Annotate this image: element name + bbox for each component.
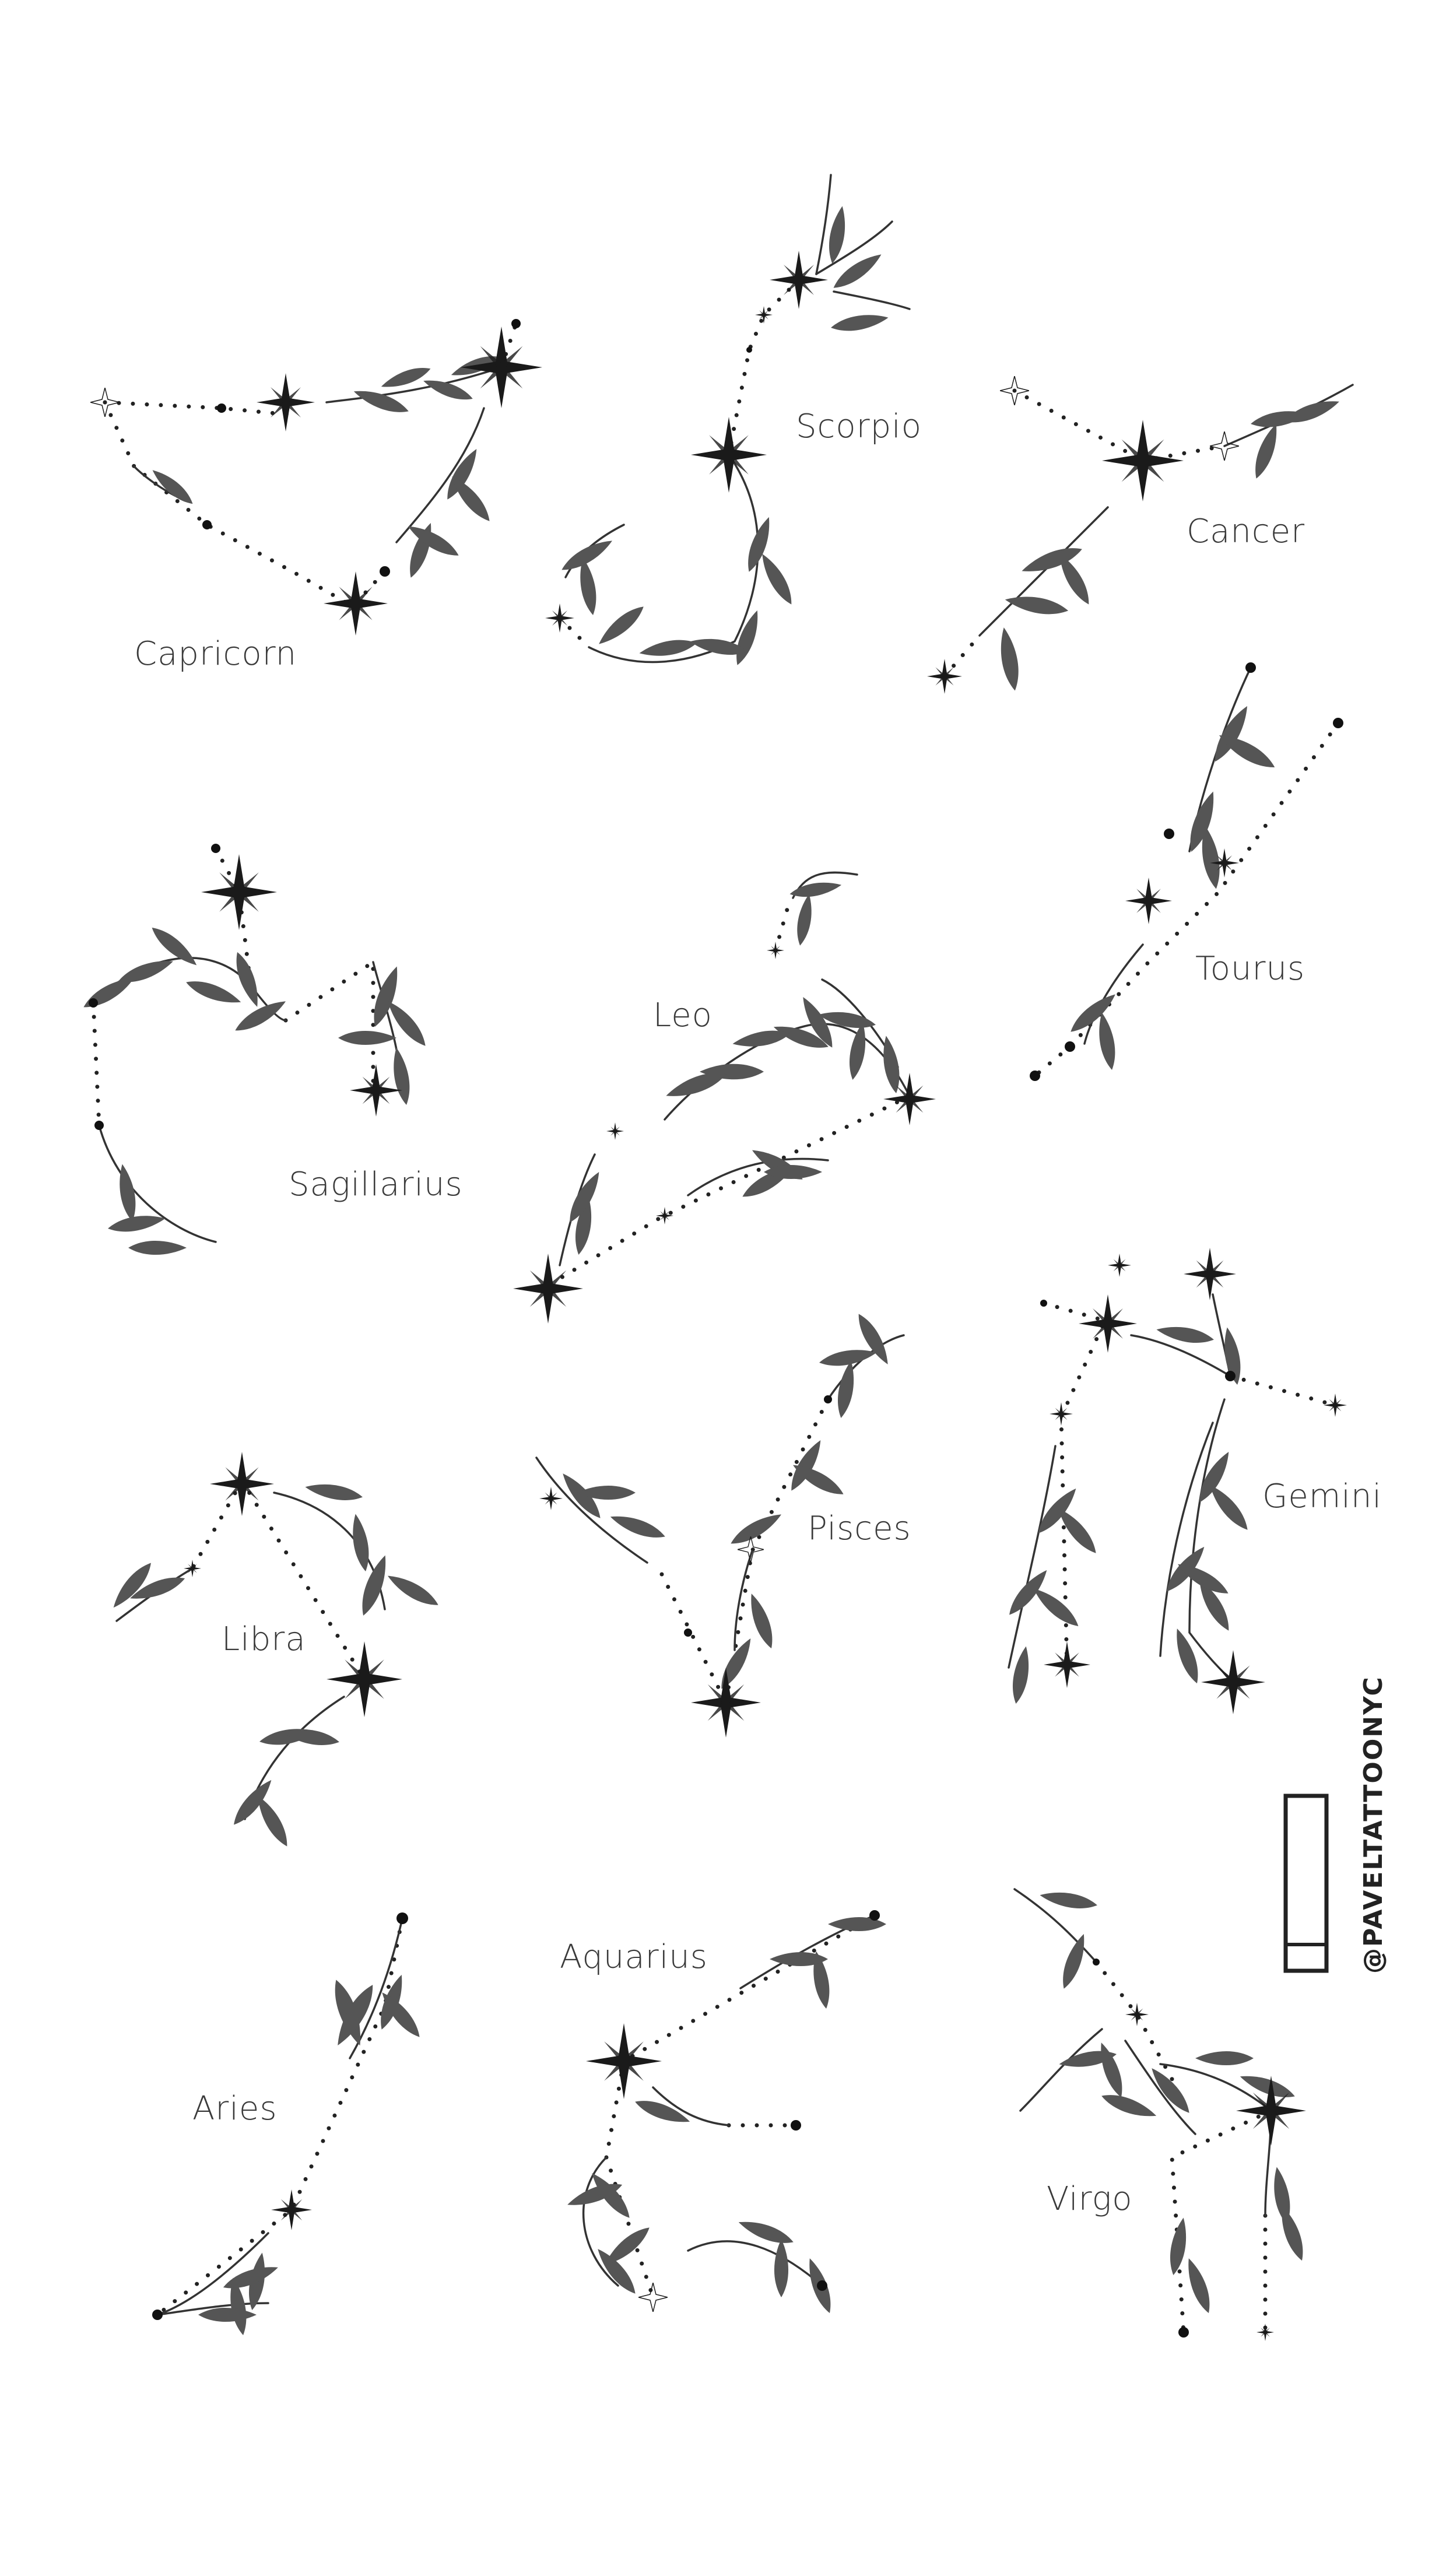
constellation-gemini: Gemini — [1003, 1248, 1382, 1714]
label-capricorn: Capricorn — [134, 635, 297, 673]
constellation-aquarius: Aquarius — [560, 1910, 886, 2316]
label-taurus: Tourus — [1195, 950, 1305, 988]
watermark: @PAVELTATTOONYC — [1283, 1676, 1388, 1974]
constellation-aries: Aries — [152, 1912, 425, 2337]
label-libra: Libra — [222, 1620, 306, 1658]
constellation-scorpio: Scorpio — [545, 174, 922, 668]
tattoo-studio-logo — [1283, 1794, 1329, 1973]
label-pisces: Pisces — [808, 1510, 911, 1547]
label-scorpio: Scorpio — [796, 408, 922, 445]
constellation-virgo: Virgo — [1013, 1888, 1309, 2341]
label-gemini: Gemini — [1262, 1477, 1382, 1515]
constellation-libra: Libra — [108, 1452, 442, 1850]
label-leo: Leo — [653, 996, 713, 1034]
constellation-pisces: Pisces — [535, 1310, 911, 1738]
constellation-sagittarius: Sagillarius — [80, 844, 462, 1255]
constellation-taurus: Tourus — [1030, 662, 1343, 1081]
constellation-leo: Leo — [513, 871, 936, 1324]
label-cancer: Cancer — [1187, 513, 1305, 550]
constellation-capricorn: Capricorn — [90, 319, 542, 673]
label-sagittarius: Sagillarius — [289, 1166, 463, 1203]
label-aquarius: Aquarius — [560, 1938, 708, 1976]
label-aries: Aries — [192, 2090, 278, 2128]
label-virgo: Virgo — [1047, 2180, 1133, 2218]
constellation-cancer: Cancer — [927, 376, 1354, 694]
watermark-text: @PAVELTATTOONYC — [1359, 1676, 1388, 1974]
